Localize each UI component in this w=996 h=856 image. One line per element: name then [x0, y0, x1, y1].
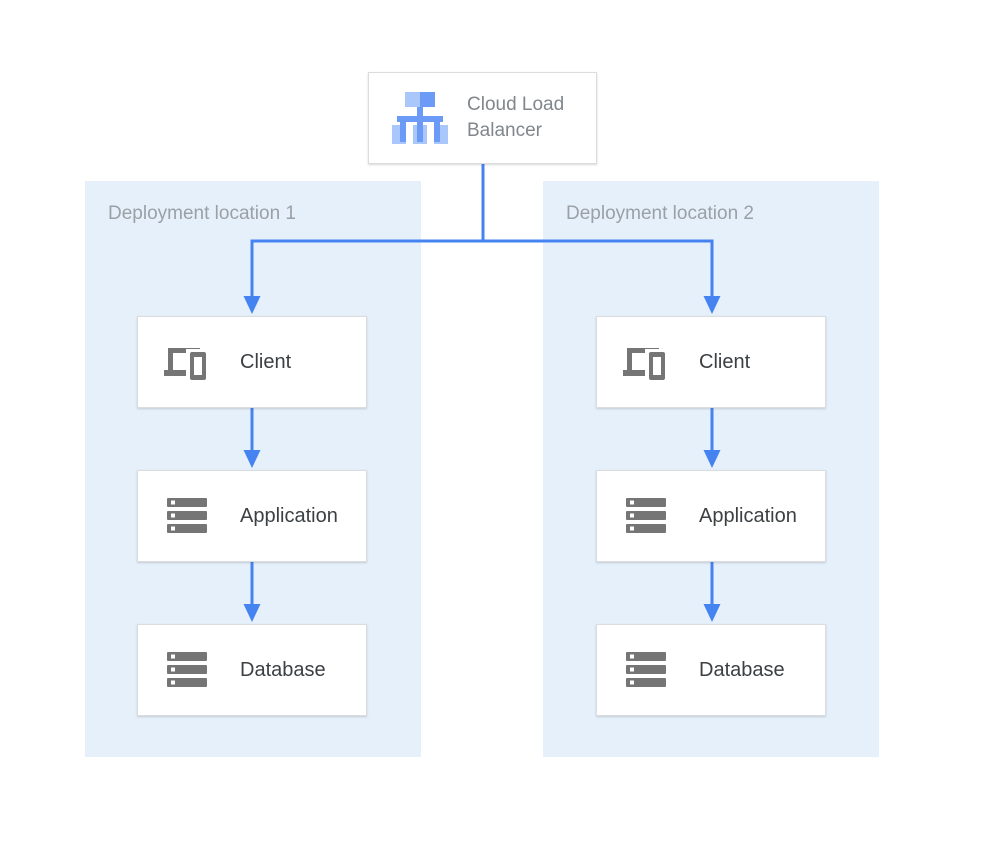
- database-node-2: Database: [596, 624, 826, 716]
- load-balancer-label: Cloud Load Balancer: [467, 94, 565, 141]
- load-balancer-icon: [391, 91, 449, 145]
- server-stack-icon: [617, 498, 675, 534]
- application-node-2: Application: [596, 470, 826, 562]
- server-stack-icon: [158, 652, 216, 688]
- database-label-1: Database: [240, 658, 326, 681]
- client-devices-icon: [617, 343, 675, 381]
- deployment-location-1-label: Deployment location 1: [108, 203, 296, 224]
- server-stack-icon: [617, 652, 675, 688]
- application-node-1: Application: [137, 470, 367, 562]
- database-node-1: Database: [137, 624, 367, 716]
- load-balancer-node: Cloud Load Balancer: [368, 72, 597, 164]
- client-label-2: Client: [699, 350, 751, 373]
- client-label-1: Client: [240, 350, 292, 373]
- application-label-1: Application: [240, 504, 338, 527]
- client-devices-icon: [158, 343, 216, 381]
- server-stack-icon: [158, 498, 216, 534]
- client-node-1: Client: [137, 316, 367, 408]
- application-label-2: Application: [699, 504, 797, 527]
- deployment-location-2-label: Deployment location 2: [566, 203, 754, 224]
- database-label-2: Database: [699, 658, 785, 681]
- client-node-2: Client: [596, 316, 826, 408]
